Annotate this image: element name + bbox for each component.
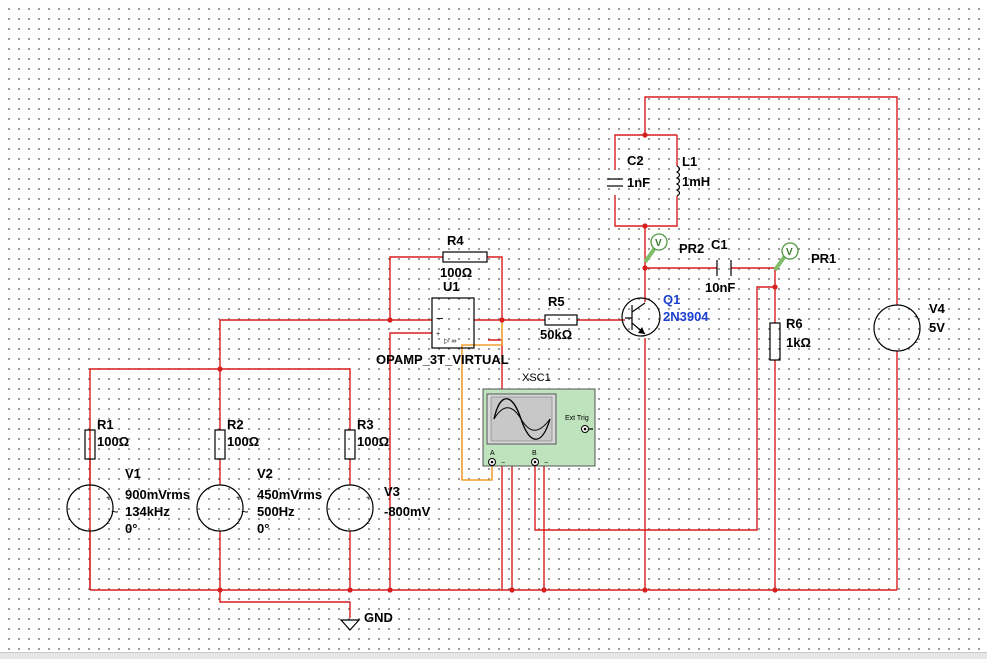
pr2-ref: PR2 [679, 241, 704, 256]
inductor-l1[interactable]: L1 1mH [675, 154, 710, 197]
xsc1-ext-trig: Ext Trig [565, 415, 589, 422]
resistor-r1[interactable]: R1 100Ω [84, 417, 129, 460]
resistor-r6[interactable]: R6 1kΩ [769, 316, 811, 361]
v1-phase: 0° [125, 521, 137, 536]
c1-ref: C1 [711, 237, 728, 252]
r2-ref: R2 [227, 417, 244, 432]
r3-ref: R3 [357, 417, 374, 432]
wires [89, 96, 898, 618]
v1-minus: − [106, 521, 110, 528]
opamp-plus-pin: + [436, 331, 440, 338]
r2-value: 100Ω [227, 434, 259, 449]
xsc1-ch-b: B [532, 450, 537, 457]
r1-value: 100Ω [97, 434, 129, 449]
transistor-q1[interactable]: Q1 2N3904 [621, 292, 709, 337]
q1-ref: Q1 [663, 292, 680, 307]
v1-plus: + [106, 495, 110, 502]
v3-plus: + [366, 495, 370, 502]
l1-ref: L1 [682, 154, 697, 169]
pr2-symbol: V [655, 238, 662, 249]
pr1-ref: PR1 [811, 251, 836, 266]
v1-tilde: ~ [111, 504, 119, 519]
opamp-gain-symbol: ▷ ∞ [444, 338, 456, 345]
ground-symbol[interactable]: GND [339, 610, 393, 631]
junctions [217, 132, 778, 593]
xsc1-ref: XSC1 [522, 372, 551, 384]
source-v4[interactable]: + − V4 5V [873, 301, 946, 352]
xsc1-ch-a: A [490, 450, 495, 457]
resistor-r2[interactable]: R2 100Ω [214, 417, 259, 460]
c2-value: 1nF [627, 175, 650, 190]
source-v3[interactable]: + − V3 -800mV [326, 484, 431, 532]
r3-value: 100Ω [357, 434, 389, 449]
bottom-scrollbar[interactable] [0, 652, 987, 659]
r4-ref: R4 [447, 233, 464, 248]
r1-ref: R1 [97, 417, 114, 432]
v2-ref: V2 [257, 466, 273, 481]
v3-value: -800mV [384, 504, 431, 519]
probe-pr1[interactable]: V PR1 [773, 242, 836, 272]
source-v2[interactable]: + − ~ V2 450mVrms 500Hz 0° [196, 466, 322, 536]
r5-ref: R5 [548, 294, 565, 309]
resistor-r5[interactable]: R5 50kΩ [540, 294, 578, 342]
pr1-symbol: V [786, 247, 793, 258]
u1-model: OPAMP_3T_VIRTUAL [376, 352, 509, 367]
v2-amplitude: 450mVrms [257, 487, 322, 502]
v4-ref: V4 [929, 301, 946, 316]
probe-pr2[interactable]: V PR2 [643, 233, 704, 264]
v1-ref: V1 [125, 466, 141, 481]
xsc1-b-minus: − [544, 460, 548, 467]
v4-value: 5V [929, 320, 945, 335]
opamp-u1[interactable]: − + ▷ ∞ U1 OPAMP_3T_VIRTUAL [376, 279, 509, 367]
r6-value: 1kΩ [786, 335, 811, 350]
c1-value: 10nF [705, 280, 735, 295]
capacitor-c2[interactable]: C2 1nF [607, 153, 650, 190]
opamp-minus-pin: − [436, 311, 444, 326]
gnd-label: GND [364, 610, 393, 625]
v3-minus: − [366, 521, 370, 528]
v4-plus: + [914, 314, 918, 321]
v2-phase: 0° [257, 521, 269, 536]
q1-model: 2N3904 [663, 309, 709, 324]
resistor-r3[interactable]: R3 100Ω [344, 417, 389, 460]
v1-amplitude: 900mVrms [125, 487, 190, 502]
r4-value: 100Ω [440, 265, 472, 280]
v2-tilde: ~ [241, 504, 249, 519]
source-v1[interactable]: + − ~ V1 900mVrms 134kHz 0° [66, 466, 190, 536]
u1-ref: U1 [443, 279, 460, 294]
l1-value: 1mH [682, 174, 710, 189]
r6-ref: R6 [786, 316, 803, 331]
capacitor-c1[interactable]: C1 10nF [705, 237, 735, 295]
v2-frequency: 500Hz [257, 504, 295, 519]
oscilloscope-xsc1[interactable]: XSC1 Ext Trig A B − − [482, 372, 596, 467]
v3-ref: V3 [384, 484, 400, 499]
v1-frequency: 134kHz [125, 504, 170, 519]
resistor-r4[interactable]: R4 100Ω [440, 233, 488, 280]
v4-minus: − [914, 340, 918, 347]
v2-plus: + [236, 495, 240, 502]
c2-ref: C2 [627, 153, 644, 168]
v2-minus: − [236, 521, 240, 528]
xsc1-a-minus: − [501, 460, 505, 467]
r5-value: 50kΩ [540, 327, 572, 342]
